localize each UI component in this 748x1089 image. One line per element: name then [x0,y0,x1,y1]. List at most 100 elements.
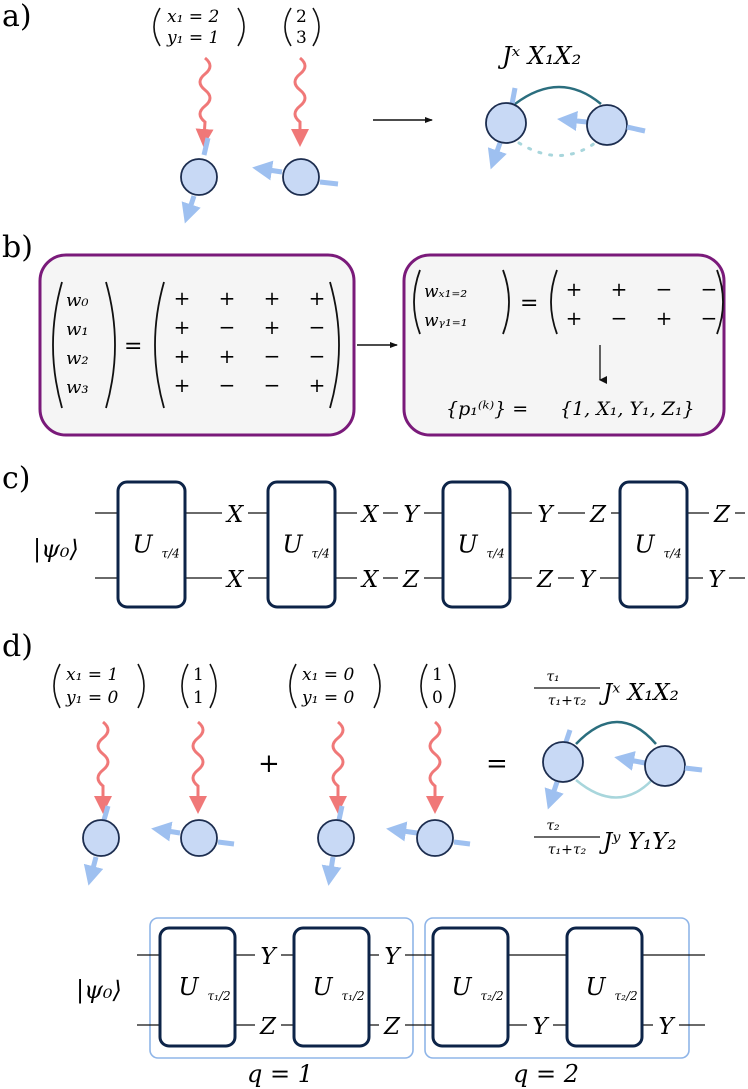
hadamard-matrix: +++++−+−++−−+−−+ [174,286,326,397]
vector-entry: 1 [193,665,204,685]
w-entry: w₃ [66,377,89,398]
pauli-op: Y [708,567,726,593]
q1-label: q = 1 [247,1060,313,1088]
panel-d-vector-4: 1 0 [420,663,456,709]
paren-right [312,7,320,47]
q2-region [424,917,690,1059]
pauli-op: X [360,567,380,593]
qubit-pair-2 [557,104,646,146]
w-selected: wₓ₁₌₂ [424,282,467,302]
initial-state: |ψ₀⟩ [76,976,122,1005]
gate-subscript: τ/4 [312,547,330,561]
qubit-d-1 [82,805,120,886]
pauli-op: Y [537,502,555,528]
coupling-label: Jˣ X₁X₂ [497,42,581,70]
equals-sign: = [124,334,142,359]
vector-entry: y₁ = 0 [301,688,354,708]
pauli-op: Z [589,502,607,528]
frac-denominator: τ₁+τ₂ [548,693,587,709]
panel-b-box-left [38,253,356,437]
pauli-op: Z [402,567,420,593]
photon-wave [189,720,207,814]
paren-left [550,269,558,335]
frac-numerator: τ₂ [546,818,560,834]
paren-right [502,269,510,335]
matrix-entry: − [656,277,673,301]
paren-left [413,269,421,335]
matrix-entry: + [174,286,191,310]
paren-left [284,7,292,47]
qubit-d-3 [317,805,355,886]
equals-sign: = [520,291,538,316]
matrix-entry: − [309,315,326,339]
selected-rows-matrix: ++−−+−+− [566,277,718,330]
matrix-entry: + [174,344,191,368]
paren-right [716,269,724,335]
qubit-1 [180,137,218,224]
coupling-link-y [575,779,653,799]
w-entry: w₀ [66,290,89,311]
panel-d-vector-1: x₁ = 1 y₁ = 0 [53,663,145,709]
paren-right [105,281,116,409]
w-selected: wᵧ₁₌₁ [424,311,468,331]
matrix-entry: + [219,344,236,368]
gate-symbol: U [312,973,333,1001]
vector-entry: y₁ = 1 [166,28,219,48]
matrix-entry: − [264,373,281,397]
vector-entry: 1 [193,688,204,708]
matrix-entry: + [174,373,191,397]
panel-b: b) w₀ w₁ w₂ w₃ = +++++−+−++−−+−−+ wₓ₁₌₂ … [2,230,726,437]
matrix-entry: + [309,373,326,397]
pauli-op: Y [532,1014,550,1040]
panel-d-vector-3: x₁ = 0 y₁ = 0 [289,663,381,709]
pauli-op: Z [383,1014,401,1040]
photon-wave [329,720,347,814]
pauli-set-lhs: {p₁⁽ᵏ⁾} = [446,398,528,420]
qubit-pair-1 [485,87,527,170]
pauli-op: Z [536,567,554,593]
vector-entry: y₁ = 0 [65,688,118,708]
gate-subscript: τ/4 [487,547,505,561]
matrix-entry: + [656,306,673,330]
panel-a-vector-1: x₁ = 2 y₁ = 1 [153,7,245,48]
qubit-pair-d-1 [542,729,584,810]
qubit-2 [252,158,339,196]
paren-left [154,281,165,409]
pauli-op: Y [658,1014,676,1040]
matrix-entry: + [566,306,583,330]
vector-entry: x₁ = 1 [66,665,118,685]
matrix-entry: + [264,286,281,310]
matrix-entry: + [174,315,191,339]
gate-symbol: U [451,973,472,1001]
photon-wave [195,56,214,147]
gate-symbol: U [132,531,153,559]
frac-y: τ₂ τ₁+τ₂ [534,818,600,858]
pauli-op: Y [579,567,597,593]
panel-b-label: b) [2,230,33,265]
vector-entry: 3 [296,28,307,48]
pauli-op: Y [260,944,278,970]
panel-b-box-right [402,253,726,437]
matrix-entry: + [309,286,326,310]
gate-symbol: U [585,973,606,1001]
coupling-link-dotted [517,141,597,157]
matrix-entry: − [219,373,236,397]
panel-d-vector-2: 1 1 [181,663,217,709]
matrix-entry: + [264,315,281,339]
matrix-entry: − [701,277,718,301]
gate-subscript: τ₂/2 [615,989,638,1003]
panel-d: d) x₁ = 1 y₁ = 0 1 1 x₁ = 0 y₁ = 0 1 0 [2,629,705,1088]
gate-symbol: U [178,973,199,1001]
q1-region [149,917,414,1059]
equals-sign: = [486,749,508,779]
gate-subscript: τ₁/2 [208,989,231,1003]
gate-subscript: τ₂/2 [481,989,504,1003]
pauli-set-rhs: {1, X₁, Y₁, Z₁} [560,398,695,420]
